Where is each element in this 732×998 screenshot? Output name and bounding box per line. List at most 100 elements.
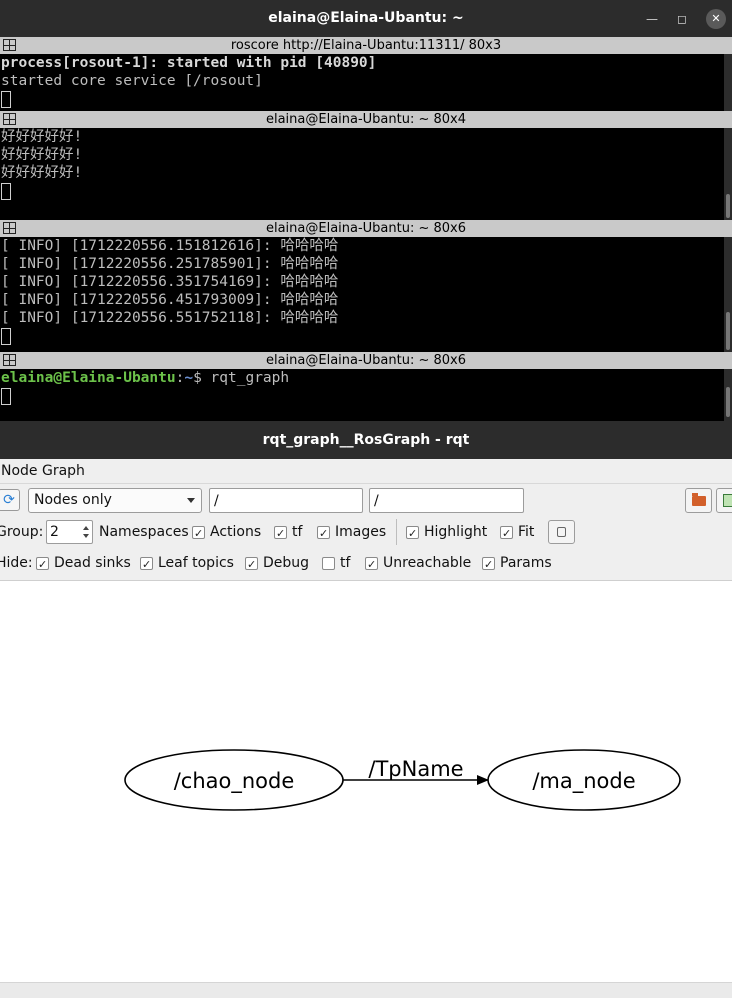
leaf-topics-label[interactable]: Leaf topics bbox=[158, 555, 234, 571]
tf-label[interactable]: tf bbox=[292, 524, 303, 540]
options-row: Group: 2 Namespaces Actions tf Images Hi… bbox=[0, 519, 732, 545]
grid-icon[interactable] bbox=[3, 222, 16, 234]
chevron-down-icon bbox=[187, 498, 195, 503]
terminal-prompt-line: elaina@Elaina-Ubantu:~$ rqt_graph bbox=[0, 369, 724, 387]
fit-label[interactable]: Fit bbox=[518, 524, 535, 540]
terminal-titlebar[interactable]: elaina@Elaina-Ubantu: ~ — ◻ ✕ bbox=[0, 0, 732, 37]
terminal-line: [ INFO] [1712220556.551752118]: 哈哈哈哈 bbox=[1, 310, 339, 326]
terminal-pane-4[interactable]: elaina@Elaina-Ubantu:~$ rqt_graph bbox=[0, 369, 724, 421]
fit-icon bbox=[557, 527, 566, 537]
terminal-cursor bbox=[1, 90, 11, 108]
topic-filter-input[interactable] bbox=[369, 488, 524, 513]
unreachable-label[interactable]: Unreachable bbox=[383, 555, 472, 571]
divider bbox=[0, 580, 732, 581]
ros-graph: /chao_node /TpName /ma_node bbox=[124, 749, 681, 811]
params-label[interactable]: Params bbox=[500, 555, 552, 571]
debug-checkbox[interactable] bbox=[245, 554, 258, 576]
terminal-line: started core service [/rosout] bbox=[1, 73, 263, 89]
terminal-line: 好好好好好! bbox=[1, 129, 83, 145]
graph-mode-select[interactable]: Nodes only bbox=[28, 488, 202, 513]
scrollbar[interactable] bbox=[724, 237, 732, 352]
graph-node-chao[interactable]: /chao_node bbox=[124, 749, 344, 811]
node-label-ma: /ma_node bbox=[532, 769, 635, 794]
dead-sinks-checkbox[interactable] bbox=[36, 554, 49, 576]
unreachable-checkbox[interactable] bbox=[365, 554, 378, 576]
pane-title: elaina@Elaina-Ubantu: ~ 80x4 bbox=[265, 112, 467, 127]
terminal-line: [ INFO] [1712220556.451793009]: 哈哈哈哈 bbox=[1, 292, 339, 308]
actions-checkbox[interactable] bbox=[192, 523, 205, 545]
actions-label[interactable]: Actions bbox=[210, 524, 262, 540]
folder-icon bbox=[692, 493, 706, 506]
grid-icon[interactable] bbox=[3, 354, 16, 366]
group-value: 2 bbox=[50, 524, 59, 540]
pane-header-4[interactable]: elaina@Elaina-Ubantu: ~ 80x6 bbox=[0, 352, 732, 369]
status-bar bbox=[0, 982, 732, 998]
pane-header-3[interactable]: elaina@Elaina-Ubantu: ~ 80x6 bbox=[0, 220, 732, 237]
tf-checkbox[interactable] bbox=[274, 523, 287, 545]
fit-in-view-button[interactable] bbox=[548, 520, 575, 544]
prompt-separator: : bbox=[175, 370, 185, 386]
grid-icon[interactable] bbox=[3, 113, 16, 125]
pane-header-roscore[interactable]: roscore http://Elaina-Ubantu:11311/ 80x3 bbox=[0, 37, 732, 54]
highlight-label[interactable]: Highlight bbox=[424, 524, 488, 540]
scrollbar[interactable] bbox=[724, 369, 732, 421]
hide-tf-label[interactable]: tf bbox=[340, 555, 351, 571]
save-image-button[interactable] bbox=[716, 488, 732, 513]
refresh-icon: ⟳ bbox=[3, 492, 15, 508]
edge-label-topic: /TpName bbox=[368, 757, 463, 781]
group-spinbox[interactable]: 2 bbox=[46, 520, 93, 544]
params-checkbox[interactable] bbox=[482, 554, 495, 576]
divider bbox=[0, 483, 732, 484]
prompt-user: elaina@Elaina-Ubantu bbox=[1, 370, 176, 386]
fit-checkbox[interactable] bbox=[500, 523, 513, 545]
images-label[interactable]: Images bbox=[335, 524, 387, 540]
graph-edge-topic[interactable]: /TpName bbox=[343, 757, 489, 785]
terminal-line: [ INFO] [1712220556.151812616]: 哈哈哈哈 bbox=[1, 238, 339, 254]
terminal-pane-2[interactable]: 好好好好好! 好好好好好! 好好好好好! bbox=[0, 128, 724, 220]
terminal-pane-roscore[interactable]: process[rosout-1]: started with pid [408… bbox=[0, 54, 724, 111]
node-label-chao: /chao_node bbox=[174, 769, 295, 794]
terminal-line: 好好好好好! bbox=[1, 165, 83, 181]
terminal-window-title: elaina@Elaina-Ubantu: ~ bbox=[268, 10, 464, 26]
terminal-line: process[rosout-1]: started with pid [408… bbox=[1, 55, 377, 71]
highlight-checkbox[interactable] bbox=[406, 523, 419, 545]
rqt-window-title: rqt_graph__RosGraph - rqt bbox=[262, 432, 470, 448]
maximize-icon[interactable]: ◻ bbox=[677, 12, 687, 26]
terminal-line: [ INFO] [1712220556.251785901]: 哈哈哈哈 bbox=[1, 256, 339, 272]
terminal-cursor bbox=[1, 182, 11, 200]
namespaces-label[interactable]: Namespaces bbox=[99, 524, 189, 540]
pane-title: elaina@Elaina-Ubantu: ~ 80x6 bbox=[265, 353, 467, 368]
leaf-topics-checkbox[interactable] bbox=[140, 554, 153, 576]
rqt-titlebar[interactable]: rqt_graph__RosGraph - rqt bbox=[0, 421, 732, 459]
hide-label: Hide: bbox=[0, 555, 33, 571]
divider bbox=[396, 519, 397, 545]
load-dot-button[interactable] bbox=[685, 488, 712, 513]
close-icon[interactable]: ✕ bbox=[706, 9, 726, 29]
scrollbar[interactable] bbox=[724, 54, 732, 111]
pane-title: roscore http://Elaina-Ubantu:11311/ 80x3 bbox=[230, 38, 502, 53]
graph-node-ma[interactable]: /ma_node bbox=[487, 749, 681, 811]
hide-tf-checkbox[interactable] bbox=[322, 557, 335, 570]
scrollbar[interactable] bbox=[724, 128, 732, 220]
hide-row: Hide: Dead sinks Leaf topics Debug tf Un… bbox=[0, 552, 732, 576]
refresh-button[interactable]: ⟳ bbox=[0, 489, 20, 511]
prompt-path: ~ bbox=[184, 370, 194, 386]
pane-header-2[interactable]: elaina@Elaina-Ubantu: ~ 80x4 bbox=[0, 111, 732, 128]
minimize-icon[interactable]: — bbox=[646, 12, 658, 26]
spin-up-icon[interactable] bbox=[83, 526, 89, 530]
node-filter-input[interactable] bbox=[209, 488, 363, 513]
images-checkbox[interactable] bbox=[317, 523, 330, 545]
terminator-window: elaina@Elaina-Ubantu: ~ — ◻ ✕ roscore ht… bbox=[0, 0, 732, 421]
plugin-title: Node Graph bbox=[1, 463, 85, 479]
terminal-command: rqt_graph bbox=[210, 370, 290, 386]
spin-down-icon[interactable] bbox=[83, 534, 89, 538]
graph-canvas[interactable]: /chao_node /TpName /ma_node bbox=[0, 581, 732, 982]
grid-icon[interactable] bbox=[3, 39, 16, 51]
prompt-symbol: $ bbox=[193, 370, 211, 386]
image-icon bbox=[723, 494, 732, 507]
debug-label[interactable]: Debug bbox=[263, 555, 310, 571]
dead-sinks-label[interactable]: Dead sinks bbox=[54, 555, 131, 571]
terminal-pane-3[interactable]: [ INFO] [1712220556.151812616]: 哈哈哈哈 [ I… bbox=[0, 237, 724, 352]
terminal-line: 好好好好好! bbox=[1, 147, 83, 163]
pane-title: elaina@Elaina-Ubantu: ~ 80x6 bbox=[265, 221, 467, 236]
